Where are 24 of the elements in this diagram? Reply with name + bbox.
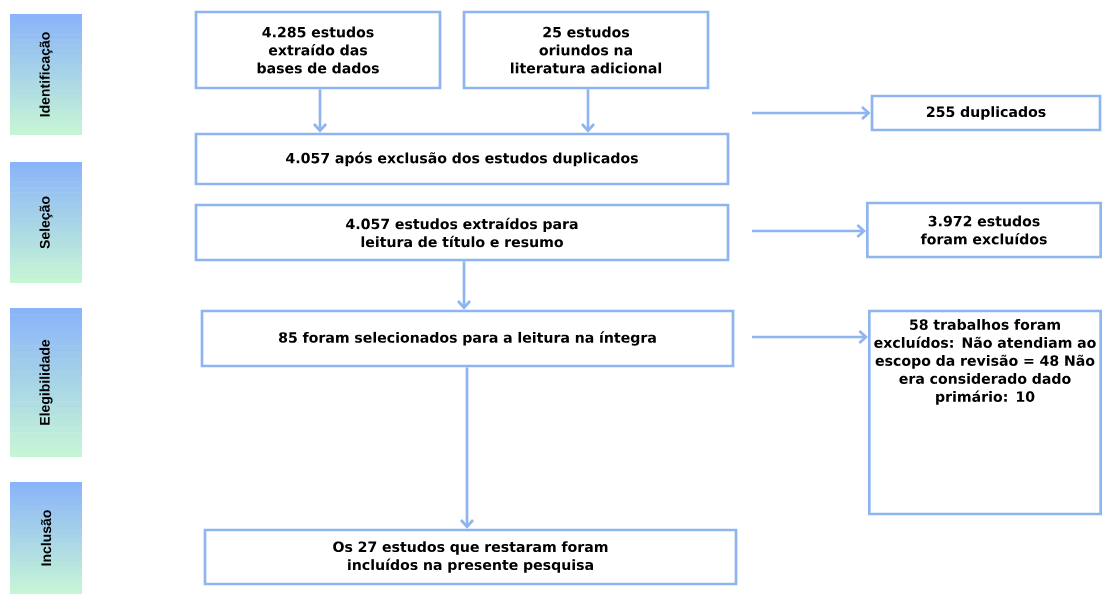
node-label: Elegibilidade — [39, 339, 53, 425]
process-box: 25 estudos oriundos na literatura adicional — [462, 10, 710, 90]
arrow — [752, 330, 868, 344]
arrow — [313, 89, 327, 133]
process-box: Os 27 estudos que restaram foram incluídos na presente pesquisa — [203, 528, 738, 586]
arrow — [752, 106, 871, 120]
stage-band: Inclusão — [10, 482, 82, 594]
process-box: 4.057 estudos extraídos para leitura de título e resumo — [194, 203, 730, 262]
stage-band: Identificação — [10, 14, 82, 135]
process-box: 4.285 estudos extraído das bases de dados — [194, 10, 442, 90]
process-box: 3.972 estudos foram excluídos — [866, 201, 1102, 259]
process-box: 58 trabalhos foram excluídos: Não atendiam ao escopo da revisão = 48 Não era considerado dado primário: 10 — [868, 309, 1102, 516]
arrow — [581, 89, 595, 133]
stage-band: Seleção — [10, 162, 82, 283]
arrow — [460, 367, 474, 529]
node-label: Inclusão — [40, 510, 52, 566]
node-label: Identificação — [39, 32, 53, 117]
arrow — [752, 224, 866, 238]
process-box: 255 duplicados — [870, 94, 1102, 132]
process-box: 85 foram selecionados para a leitura na íntegra — [200, 309, 735, 368]
process-box: 4.057 após exclusão dos estudos duplicados — [194, 132, 730, 186]
arrow — [457, 261, 471, 310]
stage-band: Elegibilidade — [10, 308, 82, 457]
node-label: Seleção — [39, 196, 53, 249]
